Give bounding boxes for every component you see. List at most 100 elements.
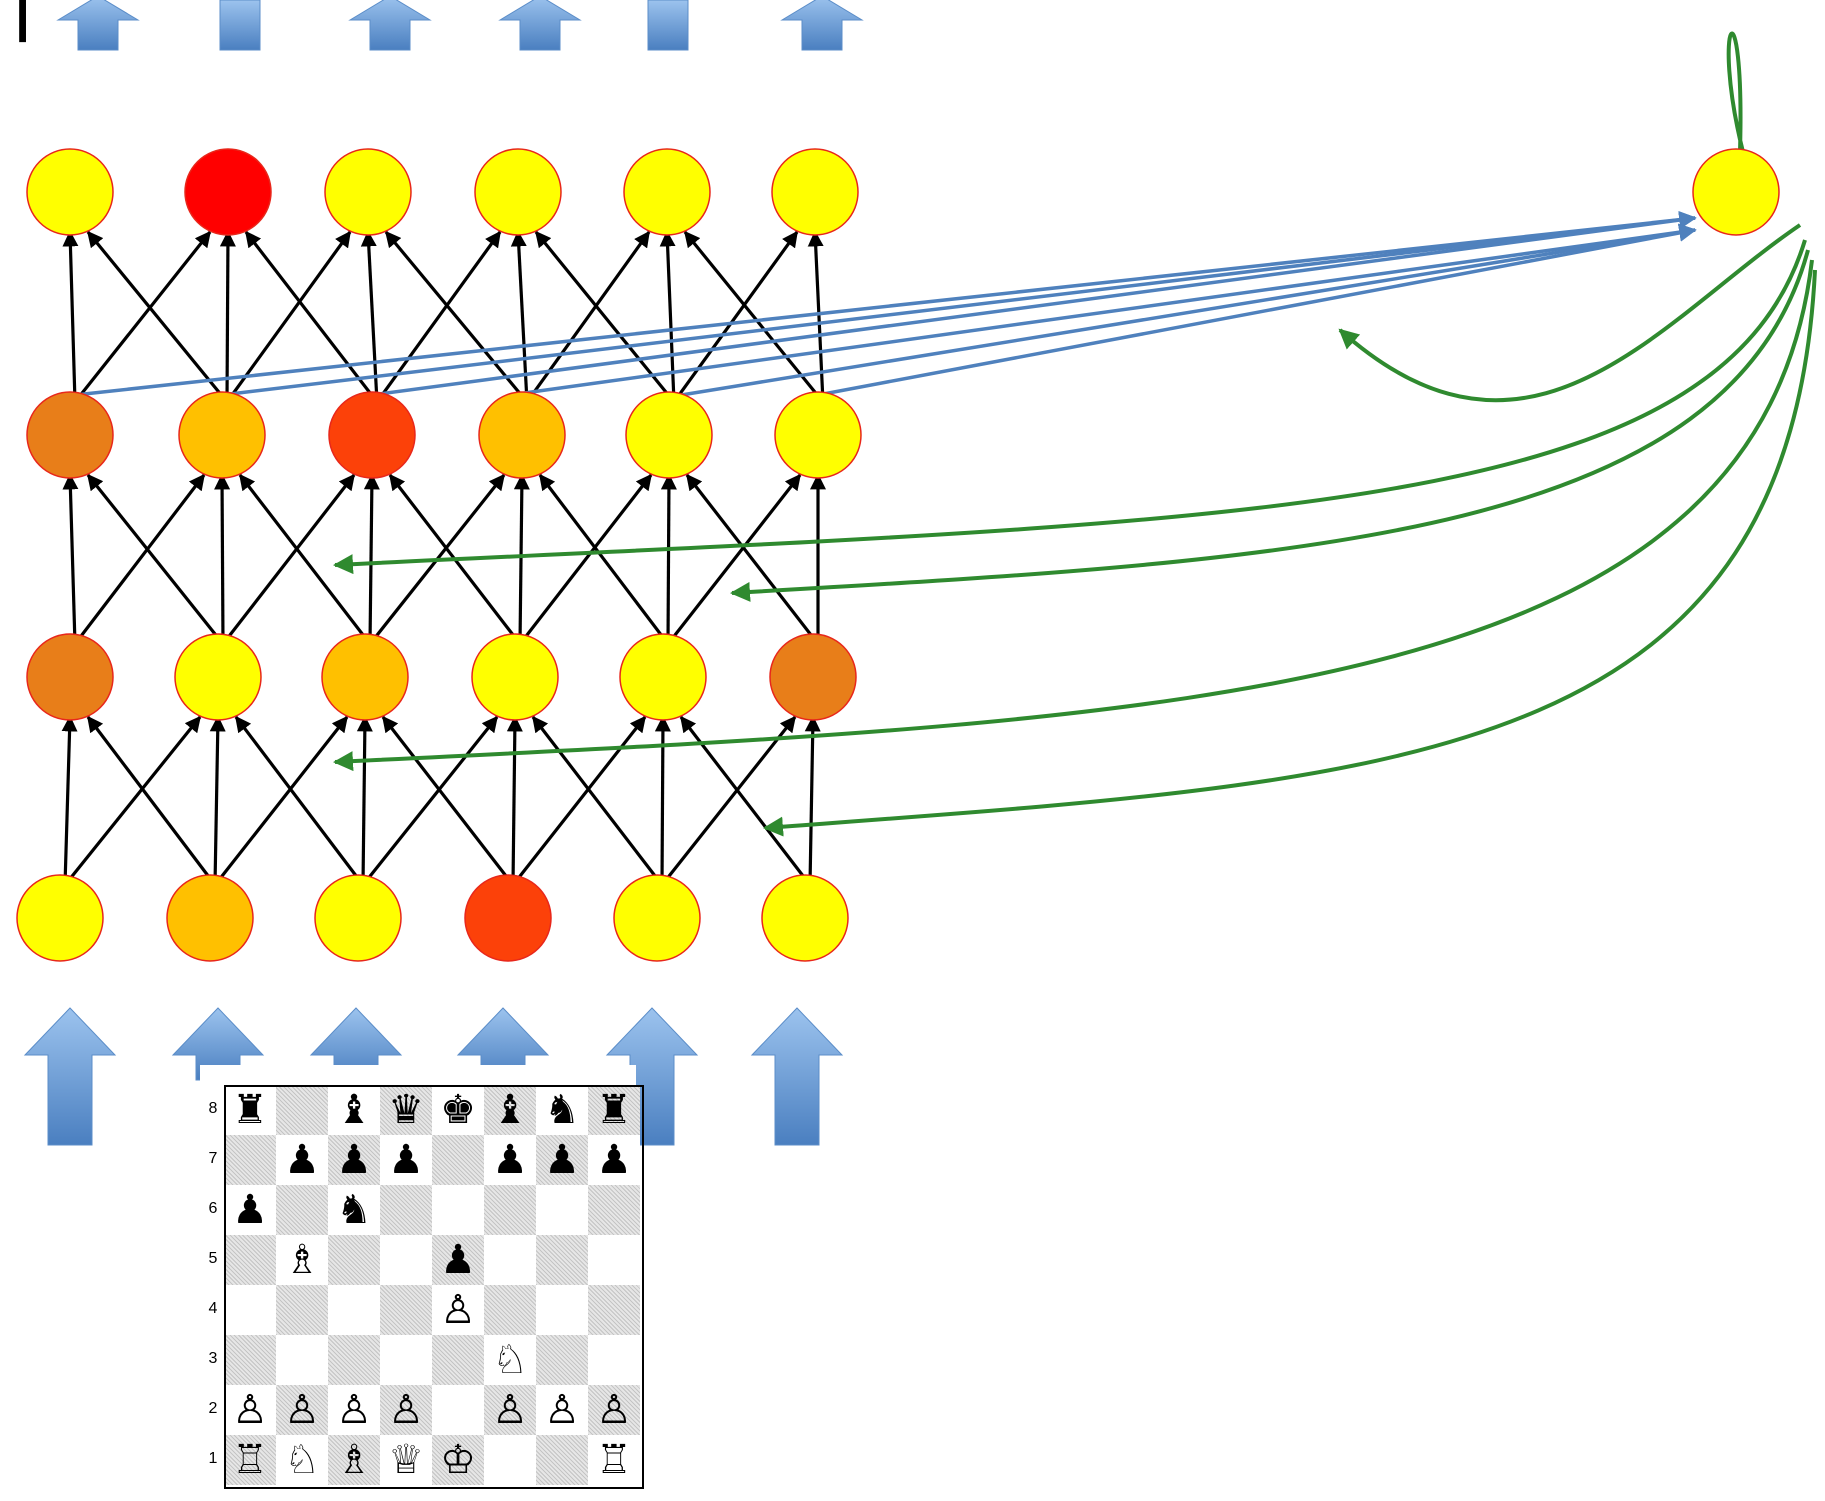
hidden-1-node (321, 633, 409, 721)
connection-arrow (213, 715, 349, 886)
up-arrow-icon (750, 1007, 844, 1146)
input-node (16, 874, 104, 962)
board-square: ♟ (588, 1135, 640, 1185)
board-square: ♗ (276, 1235, 328, 1285)
board-square: ♘ (484, 1335, 536, 1385)
output-node (623, 148, 711, 236)
chess-piece: ♙ (232, 1387, 268, 1433)
up-arrow-icon (219, 0, 261, 51)
board-square (432, 1385, 484, 1435)
connection-arrow (234, 715, 365, 886)
board-square (380, 1335, 432, 1385)
rank-label: 3 (208, 1350, 218, 1367)
board-square (536, 1335, 588, 1385)
chess-piece: ♟ (596, 1137, 632, 1183)
board-square (276, 1185, 328, 1235)
chess-piece: ♖ (232, 1437, 268, 1483)
board-square: ♟ (224, 1185, 276, 1235)
board-square: ♞ (536, 1085, 588, 1135)
board-square (328, 1235, 380, 1285)
board-square: ♟ (432, 1235, 484, 1285)
board-square (380, 1285, 432, 1335)
chess-piece: ♙ (388, 1387, 424, 1433)
up-arrow-icon (348, 0, 432, 51)
board-square (380, 1185, 432, 1235)
board-square: ♙ (484, 1385, 536, 1435)
board-square (536, 1435, 588, 1485)
chess-piece: ♜ (596, 1087, 632, 1133)
board-square: ♖ (224, 1435, 276, 1485)
blue-connection-line (221, 211, 1697, 397)
connection-arrow (221, 473, 356, 645)
board-square (432, 1185, 484, 1235)
connection-arrow (518, 473, 653, 645)
board-square (536, 1235, 588, 1285)
connection-arrow (62, 230, 79, 403)
feedback-curve-arrow (763, 269, 1817, 837)
connection-arrow (225, 230, 352, 403)
chess-piece: ♕ (388, 1437, 424, 1483)
output-node (184, 148, 272, 236)
board-square (432, 1135, 484, 1185)
board-square (484, 1185, 536, 1235)
chess-piece: ♔ (440, 1437, 476, 1483)
connection-arrow (375, 230, 502, 403)
connection-arrow (381, 715, 515, 886)
chess-piece: ♞ (544, 1087, 580, 1133)
board-square: ♜ (588, 1085, 640, 1135)
connection-arrow (361, 715, 499, 886)
chess-piece: ♙ (596, 1387, 632, 1433)
board-square (588, 1285, 640, 1335)
chess-piece: ♛ (388, 1087, 424, 1133)
self-loop-curve (1726, 31, 1745, 153)
feedback-curve-arrow (333, 259, 1814, 772)
board-square (224, 1285, 276, 1335)
board-square: ♕ (380, 1435, 432, 1485)
input-node (314, 874, 402, 962)
board-square (380, 1235, 432, 1285)
board-square: ♛ (380, 1085, 432, 1135)
blue-connection-line (371, 211, 1697, 397)
chess-piece: ♖ (596, 1437, 632, 1483)
connection-arrow (214, 473, 231, 645)
chess-piece: ♙ (544, 1387, 580, 1433)
connection-arrow (62, 473, 79, 645)
feedback-curve-arrow (730, 249, 1810, 602)
board-square: ♙ (380, 1385, 432, 1435)
connection-arrow (86, 473, 225, 645)
connection-arrow (660, 473, 677, 645)
connection-arrow (513, 473, 530, 645)
chess-piece: ♙ (492, 1387, 528, 1433)
connection-arrow (654, 715, 671, 886)
feedback-curve-arrow (333, 239, 1807, 575)
chess-piece: ♟ (440, 1237, 476, 1283)
hidden-1-node (26, 633, 114, 721)
output-node (324, 148, 412, 236)
input-node (761, 874, 849, 962)
board-square: ♟ (380, 1135, 432, 1185)
chess-piece: ♗ (336, 1437, 372, 1483)
chess-piece: ♙ (440, 1287, 476, 1333)
chess-piece: ♙ (284, 1387, 320, 1433)
board-square: ♔ (432, 1435, 484, 1485)
chess-piece: ♟ (544, 1137, 580, 1183)
hidden-2-node (328, 391, 416, 479)
connection-arrow (73, 473, 206, 645)
board-square: ♙ (432, 1285, 484, 1335)
board-square: ♙ (328, 1385, 380, 1435)
chess-piece: ♘ (492, 1337, 528, 1383)
chess-piece: ♟ (284, 1137, 320, 1183)
hidden-2-node (625, 391, 713, 479)
board-square (276, 1085, 328, 1135)
hidden-1-node (174, 633, 262, 721)
blue-connection-line (509, 223, 1697, 397)
board-square (588, 1335, 640, 1385)
connection-arrow (360, 230, 379, 403)
board-square: ♙ (536, 1385, 588, 1435)
connection-arrow (666, 473, 802, 645)
board-square (484, 1235, 536, 1285)
connection-arrow (683, 230, 825, 404)
connection-arrow (86, 715, 217, 886)
chess-piece: ♜ (232, 1087, 268, 1133)
